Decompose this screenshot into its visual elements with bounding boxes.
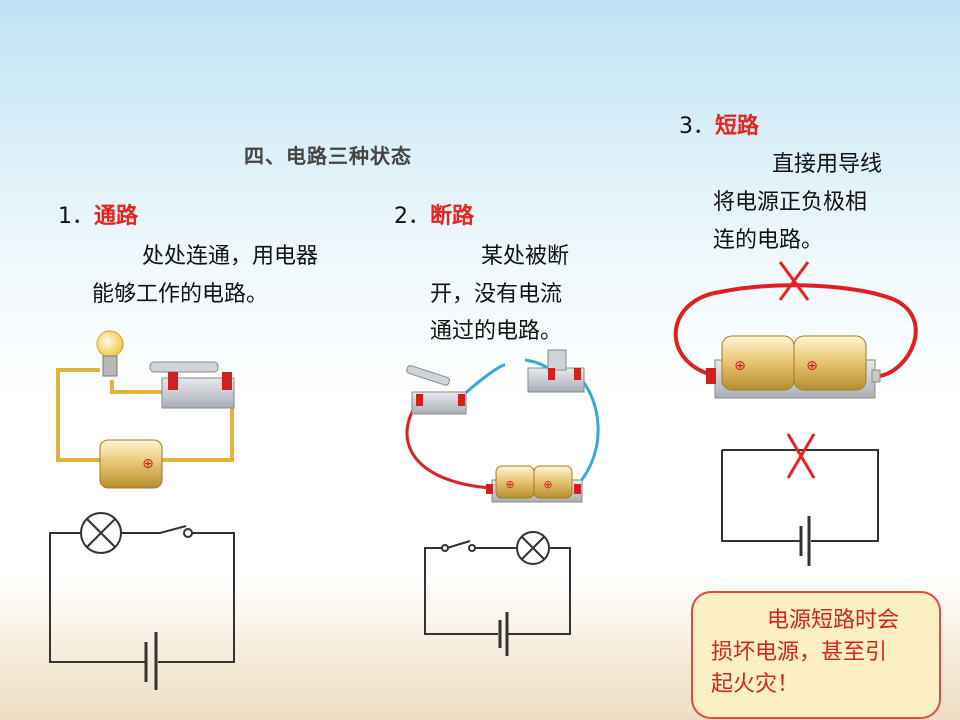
open-circuit-picture: ⊕ ⊕: [405, 349, 600, 503]
closed-circuit-picture: ⊕: [56, 330, 235, 489]
section-1-number: 1．: [58, 204, 94, 229]
section-1-heading: 1．通路: [58, 200, 138, 233]
section-2-name: 断路: [430, 204, 475, 229]
section-1-desc-line1: 处处连通，用电器: [142, 244, 319, 269]
warning-line2: 损坏电源，甚至引: [711, 639, 888, 665]
short-circuit-schematic: [721, 433, 879, 566]
battery-plus-icon: ⊕: [806, 358, 818, 374]
battery-plus-icon: ⊕: [505, 478, 514, 491]
section-3-desc-line2: 将电源正负极相: [713, 190, 868, 215]
section-3-number: 3．: [679, 114, 715, 139]
closed-circuit-schematic: [49, 512, 235, 690]
battery-plus-icon: ⊕: [142, 456, 154, 472]
section-3-heading: 3．短路: [679, 110, 759, 143]
section-3-desc-line3: 连的电路。: [713, 228, 824, 253]
section-1-name: 通路: [94, 204, 139, 229]
short-circuit-picture: ⊕ ⊕: [673, 261, 918, 399]
section-2-desc-line3: 通过的电路。: [430, 319, 563, 344]
section-2-desc-line2: 开，没有电流: [430, 282, 563, 307]
short-circuit-warning-box: 电源短路时会 损坏电源，甚至引 起火灾！: [691, 591, 941, 719]
section-2-desc-line1: 某处被断: [481, 244, 570, 269]
section-1-desc-line2: 能够工作的电路。: [92, 282, 269, 307]
section-2-heading: 2．断路: [394, 200, 474, 233]
section-3-name: 短路: [715, 114, 760, 139]
warning-line3: 起火灾！: [711, 671, 800, 697]
slide-title: 四、电路三种状态: [244, 144, 412, 168]
open-circuit-schematic: [424, 531, 571, 656]
warning-line1: 电源短路时会: [767, 608, 900, 633]
battery-plus-icon: ⊕: [543, 478, 552, 491]
section-3-desc-line1: 直接用导线: [772, 152, 883, 177]
battery-plus-icon: ⊕: [734, 358, 746, 374]
section-2-number: 2．: [394, 204, 430, 229]
